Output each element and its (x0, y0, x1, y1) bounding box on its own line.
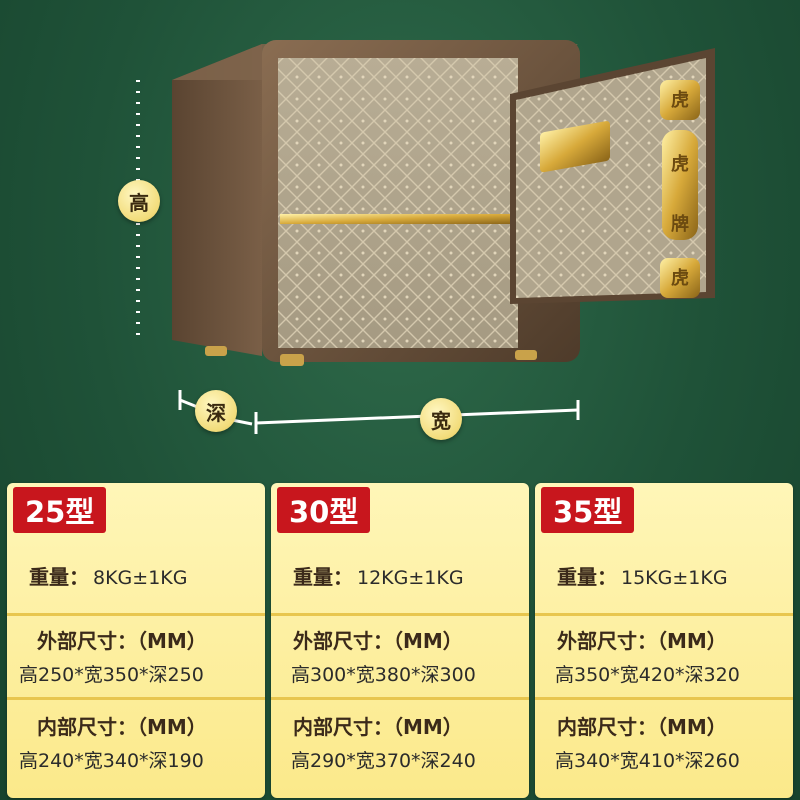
weight-row: 重量： 8KG±1KG (7, 543, 265, 613)
weight-label: 重量： (557, 564, 617, 589)
outer-dims-label: 外部尺寸：（MM） (293, 629, 463, 653)
weight-row: 重量： 15KG±1KG (535, 543, 793, 613)
knob-char-bottom: 虎 (671, 267, 689, 289)
model-badge: 35型 (541, 487, 635, 533)
divider (535, 697, 793, 700)
model-spec-cards: 25型 重量： 8KG±1KG 外部尺寸：（MM） 高250*宽350*深250… (0, 480, 800, 800)
divider (271, 697, 529, 700)
outer-dims-value: 高300*宽380*深300 (291, 664, 476, 686)
door-lock-plaque (540, 121, 610, 173)
outer-dims-label: 外部尺寸：（MM） (557, 629, 727, 653)
safe-illustration: 虎 虎 牌 虎 (172, 40, 715, 434)
inner-dims-row: 内部尺寸：（MM） 高290*宽370*深240 (271, 711, 529, 773)
safe-interior (278, 58, 518, 348)
width-label: 宽 (420, 398, 462, 440)
safe-foot (280, 354, 304, 366)
plaque-char-2: 牌 (671, 213, 689, 235)
inner-dims-value: 高240*宽340*深190 (19, 750, 204, 772)
safe-foot (515, 350, 537, 360)
depth-label: 深 (195, 390, 237, 432)
divider (7, 613, 265, 616)
weight-label: 重量： (29, 564, 89, 589)
outer-dims-label: 外部尺寸：（MM） (37, 629, 207, 653)
weight-value: 12KG±1KG (357, 567, 464, 589)
knob-char-top: 虎 (671, 89, 689, 111)
inner-dims-value: 高290*宽370*深240 (291, 750, 476, 772)
inner-dims-label: 内部尺寸：（MM） (293, 715, 463, 739)
weight-row: 重量： 12KG±1KG (271, 543, 529, 613)
weight-value: 15KG±1KG (621, 567, 728, 589)
model-card-35: 35型 重量： 15KG±1KG 外部尺寸：（MM） 高350*宽420*深32… (535, 483, 793, 798)
dimension-lines (178, 390, 580, 434)
inner-dims-row: 内部尺寸：（MM） 高340*宽410*深260 (535, 711, 793, 773)
inner-dims-label: 内部尺寸：（MM） (557, 715, 727, 739)
model-card-25: 25型 重量： 8KG±1KG 外部尺寸：（MM） 高250*宽350*深250… (7, 483, 265, 798)
plaque-char-1: 虎 (671, 153, 689, 175)
outer-dims-value: 高250*宽350*深250 (19, 664, 204, 686)
weight-label: 重量： (293, 564, 353, 589)
divider (271, 613, 529, 616)
height-label: 高 (118, 180, 160, 222)
outer-dims-value: 高350*宽420*深320 (555, 664, 740, 686)
safe-side-panel (172, 44, 262, 356)
outer-dims-row: 外部尺寸：（MM） 高300*宽380*深300 (271, 625, 529, 687)
safe-shelf (280, 214, 516, 224)
inner-dims-row: 内部尺寸：（MM） 高240*宽340*深190 (7, 711, 265, 773)
inner-dims-label: 内部尺寸：（MM） (37, 715, 207, 739)
inner-dims-value: 高340*宽410*深260 (555, 750, 740, 772)
outer-dims-row: 外部尺寸：（MM） 高350*宽420*深320 (535, 625, 793, 687)
divider (7, 697, 265, 700)
divider (535, 613, 793, 616)
model-badge: 30型 (277, 487, 371, 533)
outer-dims-row: 外部尺寸：（MM） 高250*宽350*深250 (7, 625, 265, 687)
safe-foot (205, 346, 227, 356)
weight-value: 8KG±1KG (93, 567, 188, 589)
product-illustration: 虎 虎 牌 虎 高 深 宽 (118, 40, 715, 440)
door-knobs (660, 80, 700, 298)
model-card-30: 30型 重量： 12KG±1KG 外部尺寸：（MM） 高300*宽380*深30… (271, 483, 529, 798)
model-badge: 25型 (13, 487, 107, 533)
